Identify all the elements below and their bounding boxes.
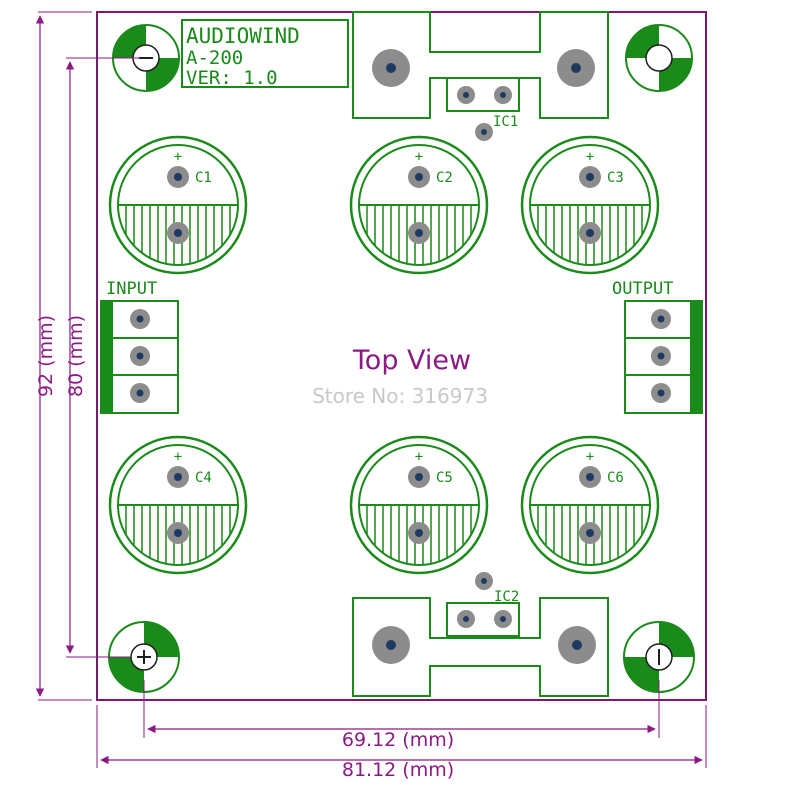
board-outline xyxy=(96,11,707,701)
polarity-plus-c1: + xyxy=(174,149,182,165)
polarity-plus-c5: + xyxy=(415,449,423,465)
capacitor-label-c1: C1 xyxy=(195,170,212,186)
ic1-footprint xyxy=(352,11,609,141)
mount-hole-top-left xyxy=(112,24,180,92)
title-box xyxy=(181,19,349,88)
capacitor-c4: + C4 xyxy=(108,435,248,575)
capacitor-c6: + C6 xyxy=(520,435,660,575)
ic2-label: IC2 xyxy=(494,589,519,605)
capacitor-label-c5: C5 xyxy=(436,470,453,486)
ic1-label: IC1 xyxy=(493,114,518,130)
store-watermark: Store No: 316973 xyxy=(312,384,488,408)
polarity-plus-c6: + xyxy=(586,449,594,465)
capacitor-label-c4: C4 xyxy=(195,470,212,486)
polarity-plus-c3: + xyxy=(586,149,594,165)
height-outer-label: 92 (mm) xyxy=(35,315,57,397)
polarity-plus-c4: + xyxy=(174,449,182,465)
ic2-footprint xyxy=(352,572,609,697)
capacitor-label-c6: C6 xyxy=(607,470,624,486)
brand-text: AUDIOWIND xyxy=(186,24,300,48)
output-label: OUTPUT xyxy=(612,279,673,299)
capacitor-label-c3: C3 xyxy=(607,170,624,186)
capacitor-c3: + C3 xyxy=(520,135,660,275)
model-text: A-200 xyxy=(186,47,243,69)
capacitor-c1: + C1 xyxy=(108,135,248,275)
capacitor-label-c2: C2 xyxy=(436,170,453,186)
height-inner-label: 80 (mm) xyxy=(65,315,87,397)
mount-hole-bottom-left xyxy=(108,621,180,693)
width-outer-label: 81.12 (mm) xyxy=(342,759,454,781)
capacitor-c2: + C2 xyxy=(349,135,489,275)
top-view-label: Top View xyxy=(352,345,471,376)
dimension-height-outer xyxy=(35,11,92,701)
input-label: INPUT xyxy=(106,279,157,299)
mount-hole-bottom-right xyxy=(623,621,695,693)
dimension-width-inner xyxy=(143,680,660,738)
output-terminal-block xyxy=(624,300,703,414)
capacitor-c5: + C5 xyxy=(349,435,489,575)
width-inner-label: 69.12 (mm) xyxy=(342,729,454,751)
dimension-height-inner xyxy=(65,57,140,658)
polarity-plus-c2: + xyxy=(415,149,423,165)
dimension-width-outer xyxy=(96,705,707,768)
input-terminal-block xyxy=(100,300,179,414)
version-text: VER: 1.0 xyxy=(186,67,278,89)
mount-hole-top-right xyxy=(625,24,693,92)
